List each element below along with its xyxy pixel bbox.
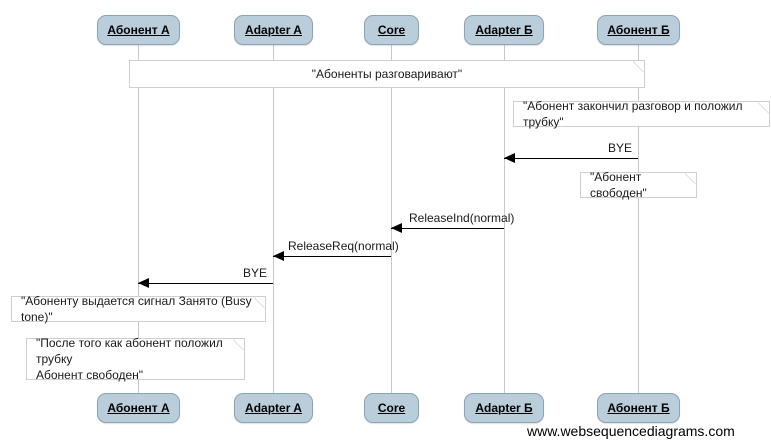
lifeline-adapter-a <box>273 45 274 395</box>
participant-adapter-b-top[interactable]: Adapter Б <box>464 15 544 45</box>
note-fold-icon <box>685 173 696 184</box>
watermark: www.websequencediagrams.com <box>527 423 735 439</box>
participant-core-bottom[interactable]: Core <box>364 393 419 423</box>
lifeline-adapter-b <box>504 45 505 395</box>
lifeline-core <box>391 45 392 395</box>
participant-core-top[interactable]: Core <box>364 15 419 45</box>
participant-label: Абонент Б <box>607 401 670 415</box>
note-text: "Абонент свободен" <box>590 170 647 200</box>
message-arrowhead-release-ind <box>391 223 402 233</box>
note-text: "После того как абонент положил трубку А… <box>36 336 223 382</box>
participant-adapter-b-bottom[interactable]: Adapter Б <box>464 393 544 423</box>
participant-abonent-b-bottom[interactable]: Абонент Б <box>597 393 680 423</box>
note-text: "Абоненту выдается сигнал Занято (Busy t… <box>21 294 252 324</box>
message-line-bye-b <box>504 158 638 159</box>
message-arrowhead-release-req <box>273 251 284 261</box>
participant-label: Core <box>377 401 406 415</box>
note-fold-icon <box>254 297 265 308</box>
message-line-bye-a <box>138 283 273 284</box>
participant-abonent-a-bottom[interactable]: Абонент А <box>97 393 180 423</box>
note-talking: "Абоненты разговаривают" <box>129 60 645 88</box>
participant-adapter-a-bottom[interactable]: Adapter A <box>234 393 313 423</box>
participant-adapter-a-top[interactable]: Adapter A <box>234 15 313 45</box>
message-line-release-req <box>273 256 391 257</box>
message-label-bye-b: BYE <box>608 141 633 155</box>
message-arrowhead-bye-a <box>138 278 149 288</box>
note-free-b: "Абонент свободен" <box>580 170 697 200</box>
note-after-hangup: "После того как абонент положил трубку А… <box>26 336 245 382</box>
message-label-release-ind: ReleaseInd(normal) <box>409 211 515 225</box>
participant-abonent-b-top[interactable]: Абонент Б <box>597 15 680 45</box>
note-text: "Абонент закончил разговор и положил тру… <box>523 99 743 129</box>
participant-label: Абонент А <box>107 23 170 37</box>
participant-label: Adapter Б <box>475 401 533 415</box>
message-label-bye-a: BYE <box>243 266 268 280</box>
participant-label: Абонент А <box>107 401 170 415</box>
note-text: "Абоненты разговаривают" <box>311 67 463 81</box>
note-busy-tone: "Абоненту выдается сигнал Занято (Busy t… <box>11 294 266 324</box>
note-fold-icon <box>633 61 644 72</box>
note-fold-icon <box>233 339 244 350</box>
note-hangup: "Абонент закончил разговор и положил тру… <box>513 99 770 129</box>
participant-label: Core <box>377 23 406 37</box>
message-label-release-req: ReleaseReq(normal) <box>288 239 399 253</box>
message-line-release-ind <box>391 228 504 229</box>
note-fold-icon <box>758 102 769 113</box>
participant-label: Adapter A <box>245 401 302 415</box>
message-arrowhead-bye-b <box>504 153 515 163</box>
participant-label: Абонент Б <box>607 23 670 37</box>
lifeline-abonent-b <box>638 45 639 395</box>
participant-abonent-a-top[interactable]: Абонент А <box>97 15 180 45</box>
lifeline-abonent-a <box>138 45 139 395</box>
participant-label: Adapter A <box>245 23 302 37</box>
participant-label: Adapter Б <box>475 23 533 37</box>
